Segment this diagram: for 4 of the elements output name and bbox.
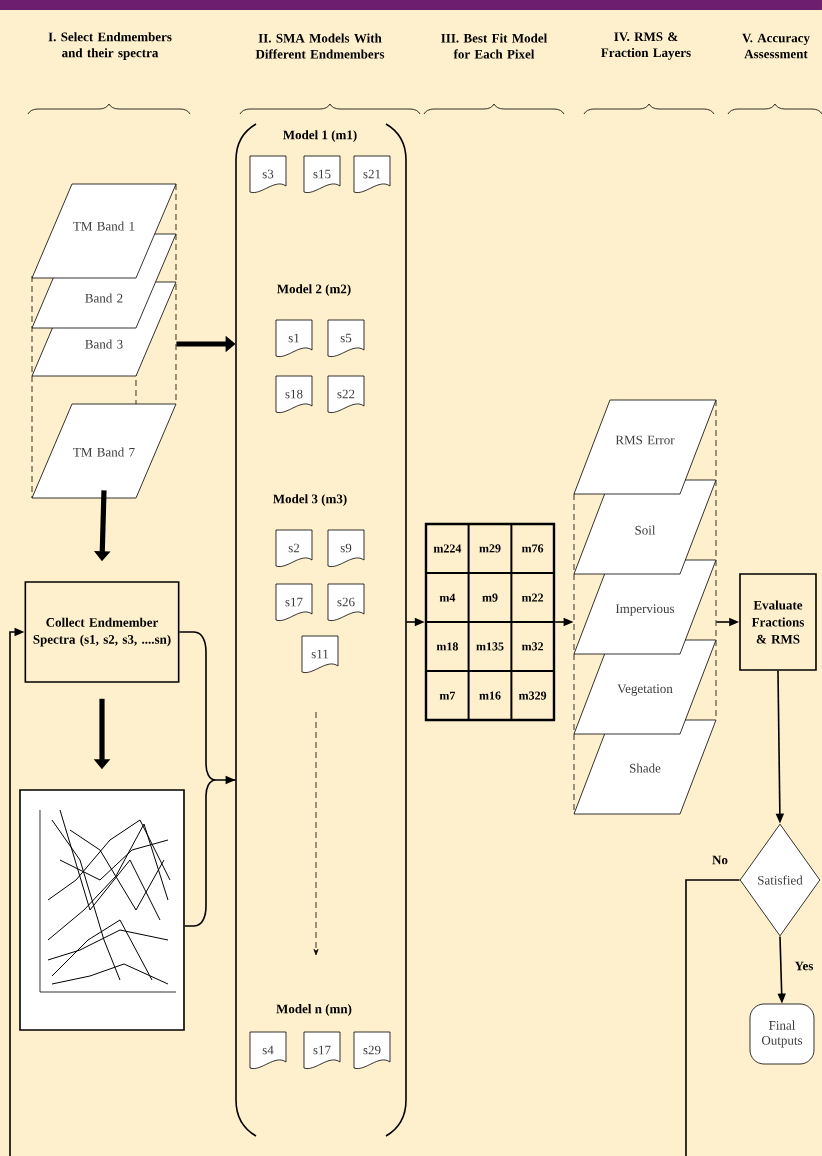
spectra-chart-picture	[19, 789, 185, 1031]
bracket-panel	[235, 123, 407, 1137]
arrow	[9, 627, 741, 1156]
brace-arrow	[178, 631, 237, 927]
